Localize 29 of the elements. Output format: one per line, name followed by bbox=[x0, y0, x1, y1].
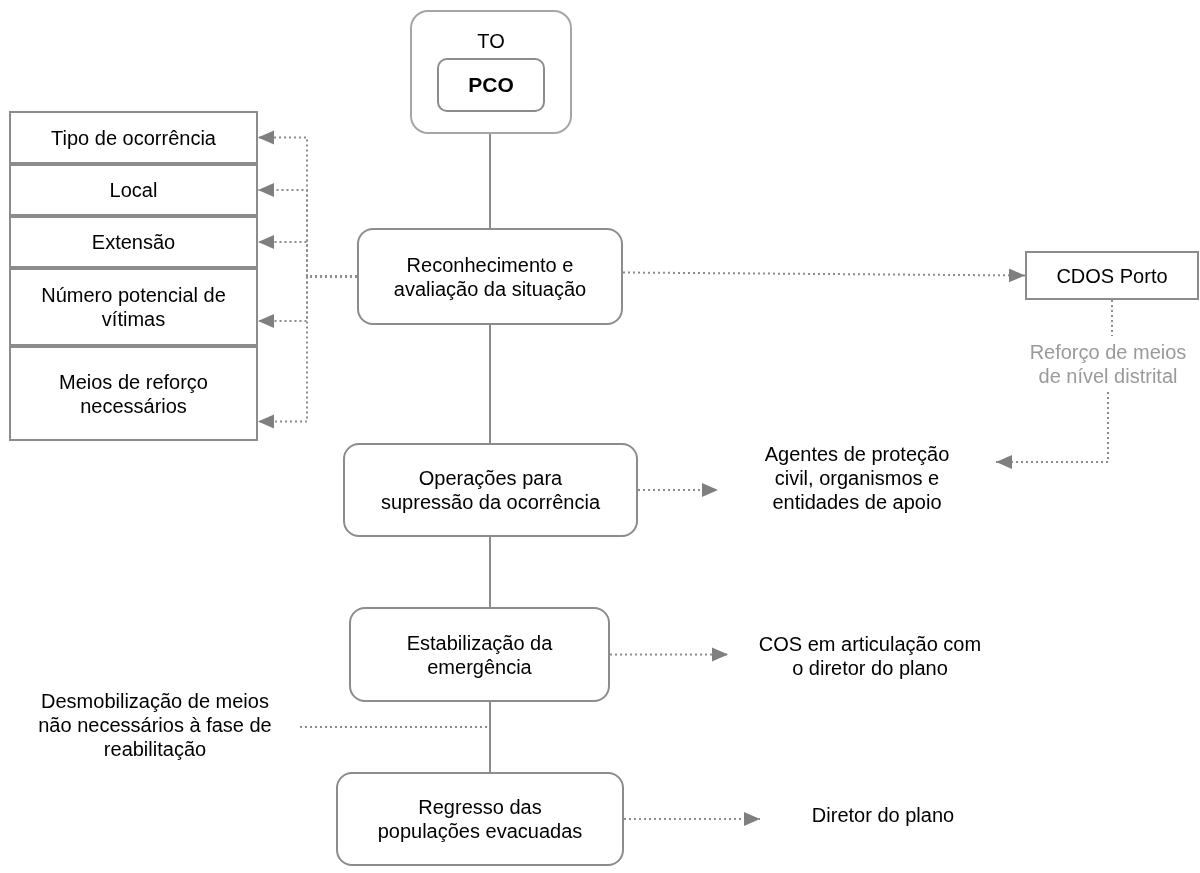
text-label: Desmobilização de meios não necessários à fase de reabilitação bbox=[24, 686, 286, 764]
note-text: Reforço de meios de nível distrital bbox=[1016, 336, 1200, 392]
text-label: Diretor do plano bbox=[770, 800, 996, 830]
box-heading: TO bbox=[476, 29, 506, 54]
table-row: Extensão bbox=[9, 216, 258, 268]
process-box: Estabilização da emergência bbox=[349, 607, 610, 702]
process-box: PCO bbox=[437, 58, 545, 112]
connector-line bbox=[489, 324, 491, 444]
process-box: Reconhecimento e avaliação da situação bbox=[357, 228, 623, 325]
process-box: Operações para supressão da ocorrência bbox=[343, 443, 638, 537]
arrow bbox=[637, 483, 719, 497]
container-box bbox=[410, 10, 572, 134]
process-box: Regresso das populações evacuadas bbox=[336, 772, 624, 866]
connector-line bbox=[489, 536, 491, 608]
text-label: Agentes de proteção civil, organismos e entidades de apoio bbox=[728, 440, 986, 516]
process-box: CDOS Porto bbox=[1025, 251, 1199, 300]
table-row: Número potencial de vítimas bbox=[9, 268, 258, 346]
arrow bbox=[623, 812, 761, 826]
arrow bbox=[257, 275, 358, 429]
connector-line bbox=[1111, 299, 1113, 337]
table-row: Meios de reforço necessários bbox=[9, 346, 258, 441]
arrow bbox=[995, 391, 1109, 469]
text-label: COS em articulação com o diretor do plano bbox=[738, 630, 1002, 682]
arrow bbox=[609, 647, 729, 662]
connector-line bbox=[489, 133, 491, 229]
connector-line bbox=[489, 701, 491, 773]
table-row: Local bbox=[9, 164, 258, 216]
arrow bbox=[622, 268, 1026, 283]
table-row: Tipo de ocorrência bbox=[9, 111, 258, 164]
